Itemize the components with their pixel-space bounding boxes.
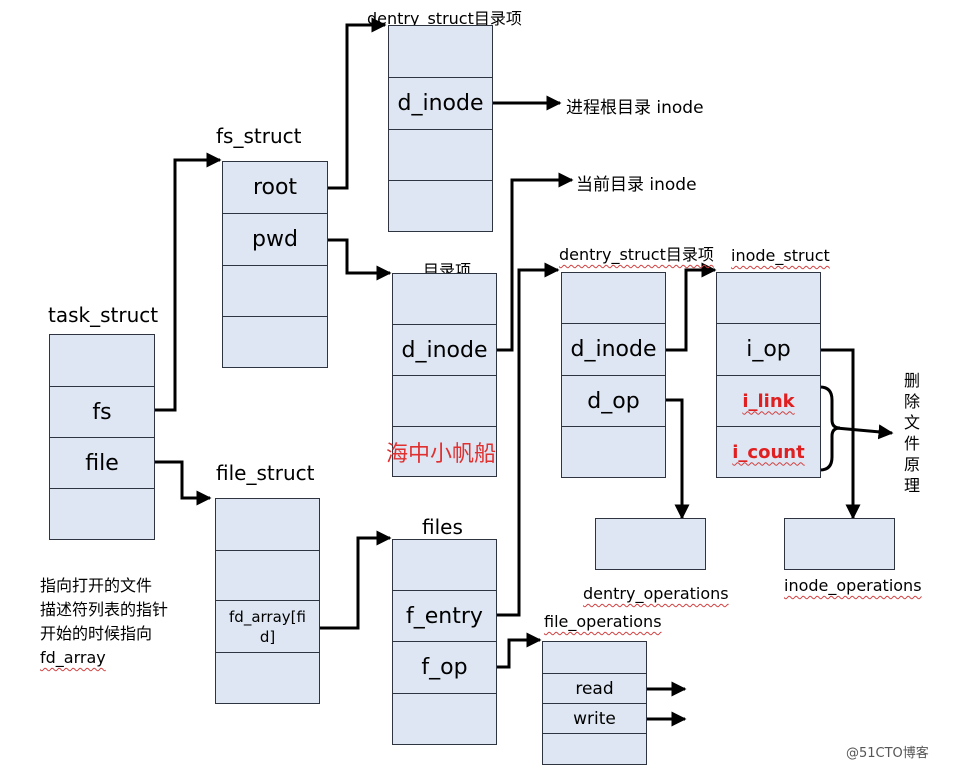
dentry-file-title-text: dentry_struct目录项 <box>559 245 714 264</box>
file-operations-box: read write <box>542 641 647 765</box>
arrow-root-to-dentry <box>327 17 387 190</box>
files-title: files <box>422 515 463 539</box>
file-struct-fd-array-field: fd_array[fi d] <box>216 601 319 653</box>
cwd-inode-label: 当前目录 inode <box>576 175 697 195</box>
file-operations-title: file_operations <box>544 612 662 631</box>
ilink-text: i_link <box>742 390 795 412</box>
file-operations-field <box>543 642 646 674</box>
inode-struct-field <box>717 273 820 324</box>
dentry-operations-box <box>595 518 706 570</box>
inode-struct-title-text: inode_struct <box>731 246 830 265</box>
dentry-root-field <box>389 26 492 78</box>
file-operations-write-field: write <box>543 704 646 734</box>
inode-struct-ilink-field: i_link <box>717 376 820 427</box>
dentry-file-dop-field: d_op <box>562 376 665 427</box>
arrow-fentry-to-dentry <box>497 262 560 617</box>
dentry-root-field <box>389 181 492 231</box>
dentry-pwd-field <box>393 274 496 325</box>
dentry-root-box: d_inode <box>388 25 493 232</box>
inode-struct-box: i_op i_link i_count <box>716 272 821 478</box>
dentry-operations-title-text: dentry_operations <box>583 584 729 603</box>
arrow-dinode-cwd-inode <box>497 172 574 352</box>
files-box: f_entry f_op <box>392 539 497 745</box>
file-operations-read-field: read <box>543 674 646 704</box>
task-struct-file-field: file <box>50 438 154 489</box>
files-field <box>393 540 496 591</box>
dentry-root-field <box>389 130 492 181</box>
arrow-brace-to-delete <box>835 424 894 440</box>
arrow-fdarray-to-files <box>320 530 392 630</box>
note-line: fd_array <box>40 646 168 670</box>
fs-struct-root-field: root <box>223 162 327 214</box>
note-line: 描述符列表的指针 <box>40 600 169 619</box>
note-line: 开始的时候指向 <box>40 624 153 643</box>
dentry-root-dinode-field: d_inode <box>389 78 492 130</box>
dentry-file-field <box>562 427 665 477</box>
note-line: 指向打开的文件 <box>40 576 153 595</box>
inode-operations-title: inode_operations <box>784 576 922 595</box>
task-struct-fs-field: fs <box>50 387 154 438</box>
dentry-file-box: d_inode d_op <box>561 272 666 478</box>
file-struct-field <box>216 653 319 703</box>
fd-array-note: 指向打开的文件 描述符列表的指针 开始的时候指向 fd_array <box>40 574 168 670</box>
icount-text: i_count <box>732 441 805 463</box>
files-field <box>393 694 496 744</box>
file-struct-box: fd_array[fi d] <box>215 498 320 704</box>
dentry-pwd-dinode-field: d_inode <box>393 325 496 376</box>
task-struct-title: task_struct <box>48 303 159 327</box>
files-fentry-field: f_entry <box>393 591 496 642</box>
dentry-file-dinode-field: d_inode <box>562 324 665 376</box>
fs-struct-field <box>223 317 327 367</box>
root-inode-label: 进程根目录 inode <box>566 98 704 118</box>
fs-struct-box: root pwd <box>222 161 328 368</box>
curly-brace <box>819 385 841 472</box>
file-operations-field <box>543 734 646 764</box>
files-fop-field: f_op <box>393 642 496 694</box>
fs-struct-field <box>223 266 327 317</box>
task-struct-box: fs file <box>49 334 155 540</box>
arrow-pwd-to-dentry <box>327 238 392 281</box>
inode-struct-icount-field: i_count <box>717 427 820 477</box>
fs-struct-pwd-field: pwd <box>223 214 327 266</box>
fs-struct-title: fs_struct <box>216 124 302 148</box>
copyright-watermark: @51CTO博客 <box>846 746 929 761</box>
dentry-operations-title: dentry_operations <box>583 584 729 603</box>
arrow-file-to-file-struct <box>155 460 212 506</box>
file-struct-title: file_struct <box>216 461 315 485</box>
dentry-pwd-field <box>393 376 496 427</box>
note-line-fd-array: fd_array <box>40 648 106 667</box>
watermark-text: 海中小帆船 <box>386 442 497 467</box>
delete-principle-label: 删除文件原理 <box>903 371 920 495</box>
file-struct-field <box>216 499 319 551</box>
arrow-fs-to-fs-struct <box>155 152 222 412</box>
task-struct-field <box>50 335 154 387</box>
inode-struct-iop-field: i_op <box>717 324 820 376</box>
inode-operations-box <box>784 518 895 570</box>
dentry-root-title: dentry_struct目录项 <box>367 9 522 28</box>
dentry-file-title: dentry_struct目录项 <box>559 241 714 265</box>
arrow-dop-to-dentry-ops <box>666 398 690 520</box>
dentry-file-field <box>562 273 665 324</box>
file-struct-field <box>216 551 319 601</box>
file-operations-title-text: file_operations <box>544 612 662 631</box>
inode-struct-title: inode_struct <box>731 246 830 265</box>
arrow-dinode-to-inode <box>666 262 717 352</box>
arrow-fop-to-fileops <box>497 632 542 669</box>
inode-operations-title-text: inode_operations <box>784 576 922 595</box>
task-struct-field <box>50 489 154 539</box>
dentry-pwd-box: d_inode <box>392 273 497 477</box>
arrow-iop-to-inode-ops <box>820 348 861 520</box>
